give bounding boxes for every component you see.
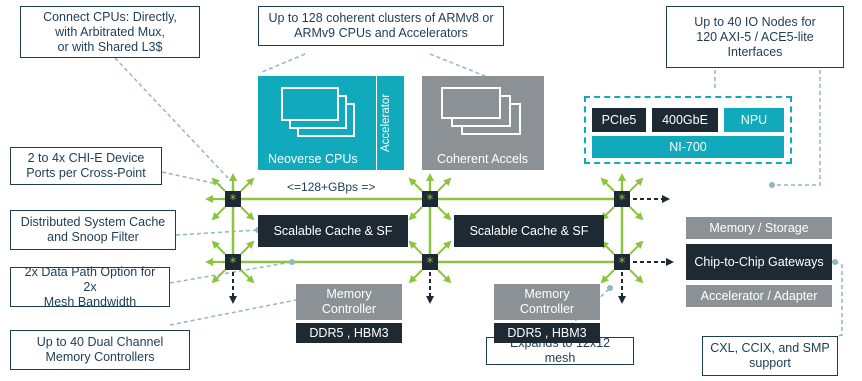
bandwidth-label: <=128+GBps =>	[287, 180, 376, 194]
callout-data-path: 2x Data Path Option for 2x Mesh Bandwidt…	[10, 265, 170, 309]
npu-block: NPU	[724, 108, 784, 132]
accelerator-divider	[376, 76, 377, 170]
pcie-block: PCIe5	[592, 108, 646, 132]
ddr-left: DDR5 , HBM3	[296, 323, 402, 343]
scalable-cache-right: Scalable Cache & SF	[454, 215, 604, 247]
io-group	[584, 96, 792, 164]
memory-controller-left: Memory Controller	[296, 284, 402, 320]
chip-to-chip-gateways-block: Chip-to-Chip Gateways	[686, 244, 832, 280]
callout-io-nodes: Up to 40 IO Nodes for 120 AXI-5 / ACE5-l…	[666, 6, 844, 68]
svg-text:*: *	[619, 193, 626, 208]
svg-text:*: *	[619, 256, 626, 271]
svg-text:*: *	[230, 256, 237, 271]
cross-point-node: *	[614, 191, 630, 208]
cross-point-node: *	[225, 254, 241, 271]
cpu-stack-icon	[281, 87, 355, 137]
callout-cxl: CXL, CCIX, and SMP support	[702, 336, 838, 376]
cross-points: * * * * * *	[225, 191, 630, 271]
svg-text:*: *	[230, 193, 237, 208]
cross-point-node: *	[225, 191, 241, 208]
callout-connect-cpus: Connect CPUs: Directly, with Arbitrated …	[20, 6, 200, 58]
accelerator-label: Accelerator	[380, 93, 392, 153]
callout-chi-ports: 2 to 4x CHI-E Device Ports per Cross-Poi…	[10, 147, 162, 185]
accelerator-adapter-block: Accelerator / Adapter	[686, 285, 832, 307]
neoverse-label: Neoverse CPUs	[268, 152, 358, 166]
mesh-extension-arrows	[229, 195, 674, 304]
svg-text:*: *	[427, 256, 434, 271]
cross-point-node: *	[422, 254, 438, 271]
callout-system-cache: Distributed System Cache and Snoop Filte…	[10, 210, 176, 250]
callout-coherent-clusters: Up to 128 coherent clusters of ARMv8 or …	[258, 6, 504, 46]
cross-point-node: *	[422, 191, 438, 208]
gbe-block: 400GbE	[652, 108, 718, 132]
ddr-right: DDR5 , HBM3	[494, 323, 600, 343]
callout-memory-controllers: Up to 40 Dual Channel Memory Controllers	[10, 330, 190, 370]
memory-controller-right: Memory Controller	[494, 284, 600, 320]
accel-stack-icon	[441, 87, 521, 135]
svg-text:*: *	[427, 193, 434, 208]
memory-storage-block: Memory / Storage	[686, 217, 832, 239]
scalable-cache-left: Scalable Cache & SF	[258, 215, 408, 247]
port-arrows	[205, 173, 644, 284]
ni-700-block: NI-700	[592, 136, 784, 158]
cross-point-node: *	[614, 254, 630, 271]
coherent-accels-label: Coherent Accels	[437, 152, 529, 166]
